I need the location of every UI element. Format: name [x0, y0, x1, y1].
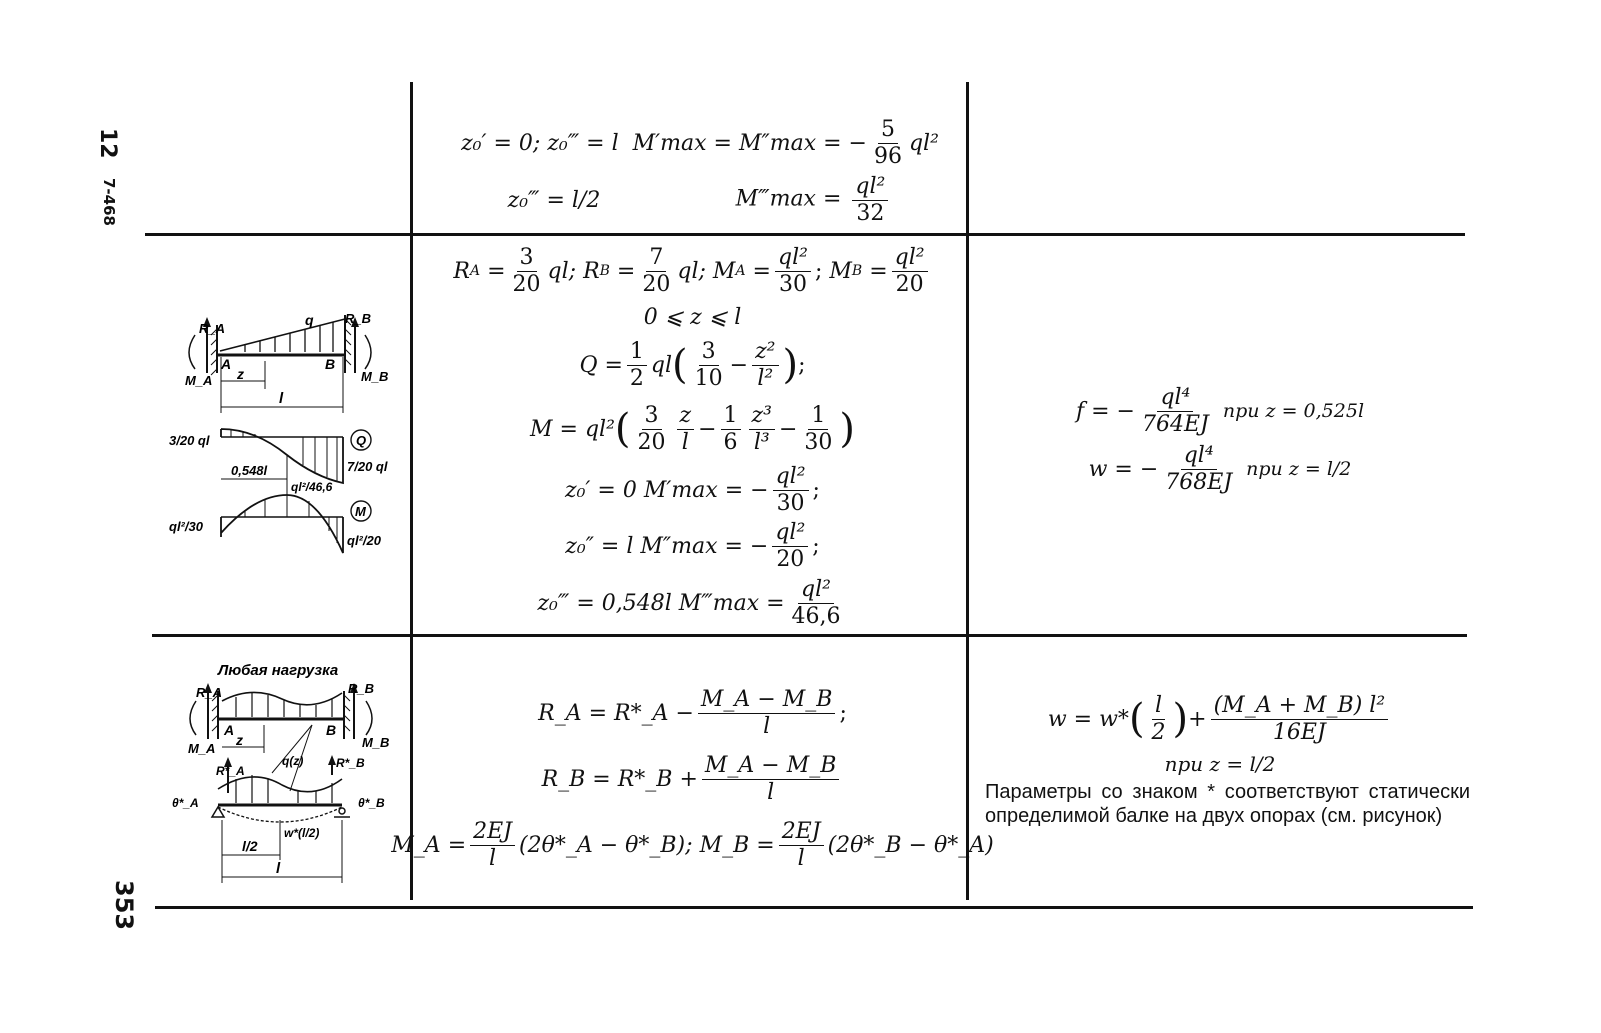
- horizontal-rule-bottom: [155, 906, 1473, 909]
- q-right-value: 7/20 ql: [347, 459, 388, 474]
- qz-label: q(z): [282, 754, 303, 768]
- row3-note: Параметры со знаком * соответствуют стат…: [985, 781, 1470, 827]
- ma-label-2: M_A: [188, 741, 215, 756]
- ra-label-2: R_A: [196, 685, 222, 700]
- horizontal-rule-2: [152, 634, 1467, 637]
- caption-any-load: Любая нагрузка: [217, 662, 338, 679]
- vertical-rule-1: [410, 82, 413, 900]
- m-mid-value: ql²/46,6: [291, 480, 333, 494]
- margin-section-number: 12: [95, 128, 120, 159]
- z-label-2: z: [235, 732, 243, 748]
- ra-label: R_A: [199, 321, 225, 336]
- beam-diagram-triangular-load: R_A R_B M_A M_B q A B z l 3/20 ql 7/20 q…: [169, 311, 388, 554]
- q-diagram-tag: Q: [356, 433, 366, 448]
- l-label: l: [279, 390, 284, 407]
- mb-label: M_B: [361, 369, 388, 384]
- span-label-2: l: [276, 860, 281, 877]
- rb-label-2: R_B: [348, 681, 374, 696]
- margin-code: 7-468: [100, 178, 118, 226]
- beam-diagram-arbitrary-load: Любая нагрузка R_A R_B M_A M_B A B z q(z…: [172, 662, 389, 883]
- a-label-2: A: [223, 722, 234, 738]
- rb-label: R_B: [345, 311, 371, 326]
- mb-label-2: M_B: [362, 735, 389, 750]
- q-left-value: 3/20 ql: [169, 433, 210, 448]
- m-left-value: ql²/30: [169, 519, 204, 534]
- m-diagram-tag: M: [355, 504, 367, 519]
- horizontal-rule-1: [145, 233, 1465, 236]
- a-label: A: [220, 356, 231, 372]
- m-right-value: ql²/20: [347, 533, 382, 548]
- theta-a-label: θ*_A: [172, 796, 199, 810]
- page-number: 353: [110, 880, 138, 931]
- row2-formula-range: 0 ⩽ z ⩽ l: [643, 304, 742, 330]
- q-load-label: q: [305, 312, 314, 328]
- b-label-2: B: [326, 722, 336, 738]
- b-label: B: [325, 356, 335, 372]
- ma-label: M_A: [185, 373, 212, 388]
- row3-deflection-condition: при z = l/2: [1164, 752, 1276, 776]
- rb-star-label: R*_B: [336, 756, 365, 770]
- theta-b-label: θ*_B: [358, 796, 385, 810]
- z-label: z: [236, 366, 244, 382]
- half-span-label: l/2: [242, 838, 258, 854]
- vertical-rule-2: [966, 82, 969, 900]
- dist-label: 0,548l: [231, 463, 268, 478]
- w-half-label: w*(l/2): [284, 826, 319, 840]
- ra-star-label: R*_A: [216, 764, 245, 778]
